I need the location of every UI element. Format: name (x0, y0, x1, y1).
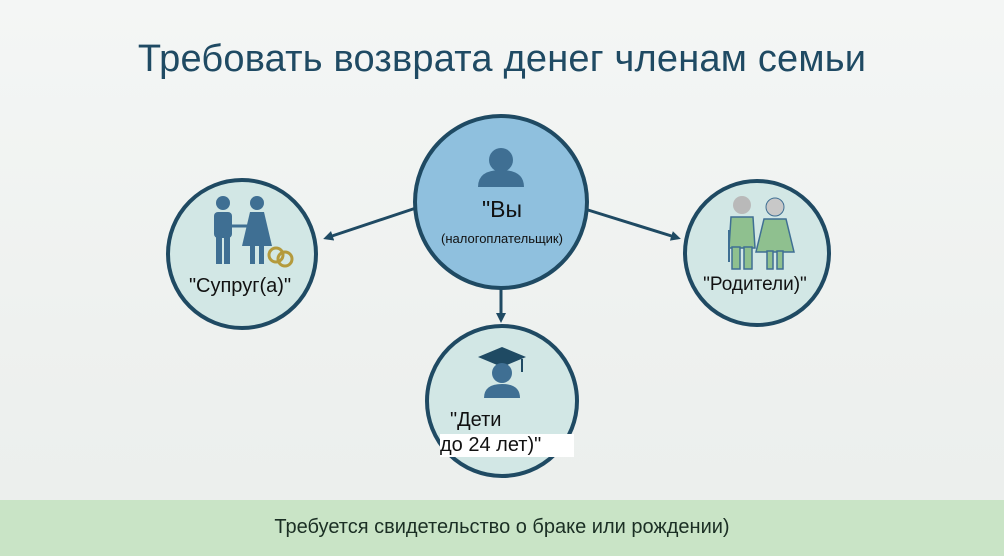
node-parents (683, 179, 831, 327)
children-label-line1: "Дети (450, 409, 502, 431)
you-sublabel: (налогоплательщик) (441, 231, 563, 246)
you-label: "Вы (481, 196, 523, 222)
node-spouse (166, 178, 318, 330)
node-you (413, 114, 589, 290)
elderly-couple-icon (728, 196, 795, 270)
graduate-icon (478, 347, 526, 398)
children-label-line2: до 24 лет)" (440, 434, 574, 457)
couple-icon (214, 196, 272, 264)
page-title: Требовать возврата денег членам семьи (137, 38, 867, 80)
wedding-rings-icon (267, 246, 294, 268)
spouse-label: "Супруг(а)" (188, 275, 292, 297)
arrow-to-spouse (323, 206, 417, 241)
footer-text: Требуется свидетельство о браке или рожд… (274, 516, 730, 538)
person-icon (478, 148, 524, 187)
footer-bar: Требуется свидетельство о браке или рожд… (0, 500, 1004, 556)
arrow-to-parents (587, 208, 681, 241)
parents-label: "Родители)" (703, 274, 807, 295)
